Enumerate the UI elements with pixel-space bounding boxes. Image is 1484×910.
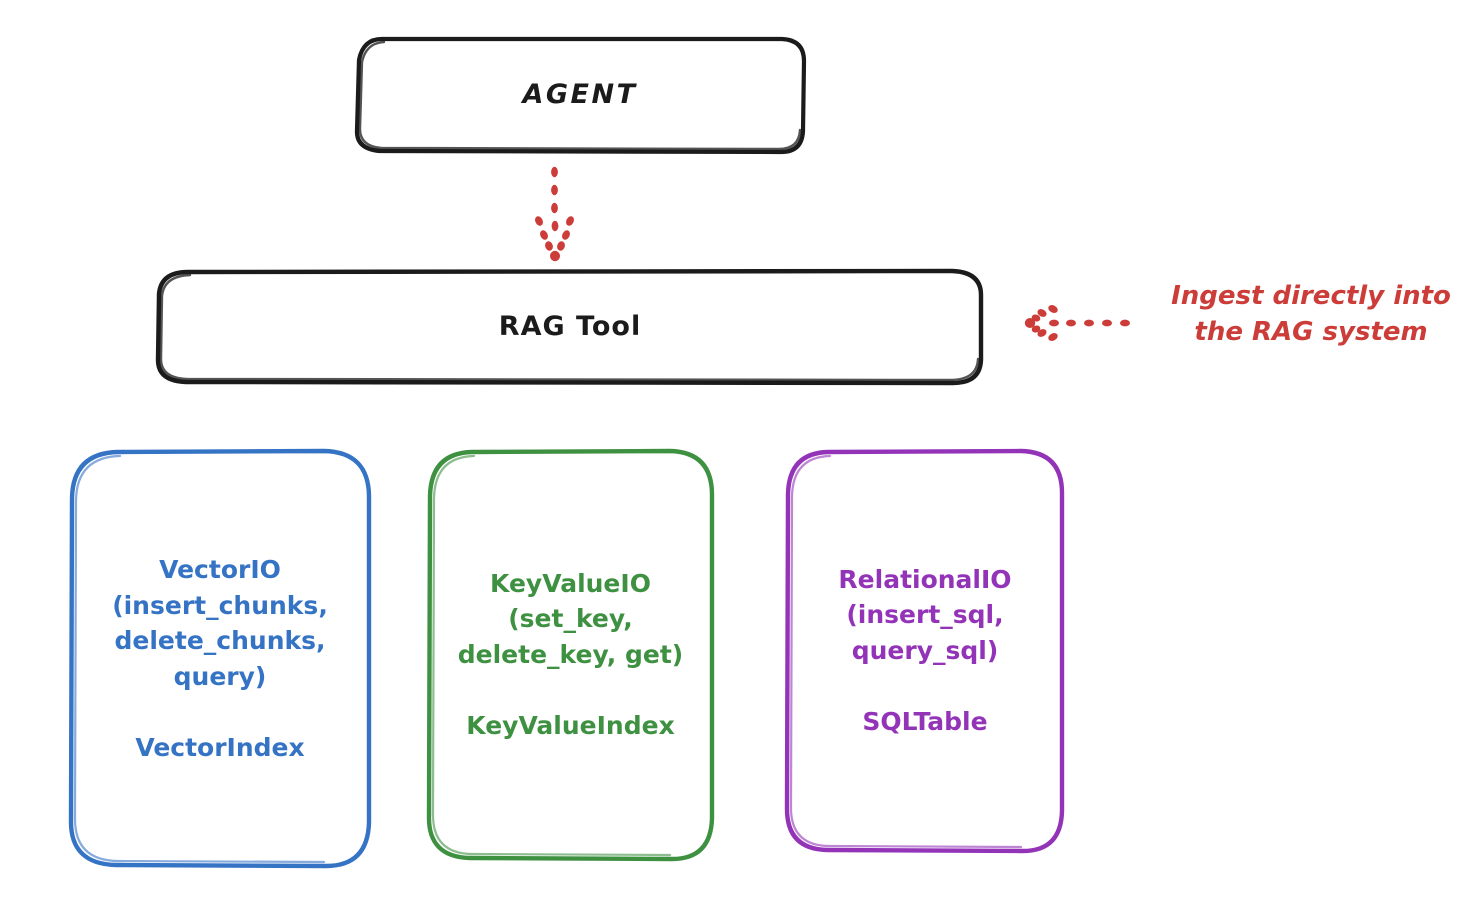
relational-io-node[interactable]: RelationalIO (insert_sql, query_sql) SQL… [787, 450, 1063, 851]
vector-io-node-label: VectorIO (insert_chunks, delete_chunks, … [112, 555, 328, 762]
ingest-annotation-label: Ingest directly into the RAG system [1171, 281, 1451, 347]
agent-to-rag-tool-arrow [535, 166, 574, 262]
ingest-to-rag-tool-arrow [1024, 305, 1130, 341]
relational-io-node-label: RelationalIO (insert_sql, query_sql) SQL… [838, 564, 1012, 736]
key-value-io-node-label: KeyValueIO (set_key, delete_key, get) Ke… [457, 568, 684, 740]
key-value-io-node[interactable]: KeyValueIO (set_key, delete_key, get) Ke… [428, 450, 713, 859]
agent-node[interactable]: AGENT [355, 37, 805, 153]
rag-tool-node-label: RAG Tool [498, 311, 642, 343]
rag-tool-node[interactable]: RAG Tool [157, 270, 983, 384]
vector-io-node[interactable]: VectorIO (insert_chunks, delete_chunks, … [70, 450, 370, 867]
agent-node-label: AGENT [522, 79, 638, 111]
